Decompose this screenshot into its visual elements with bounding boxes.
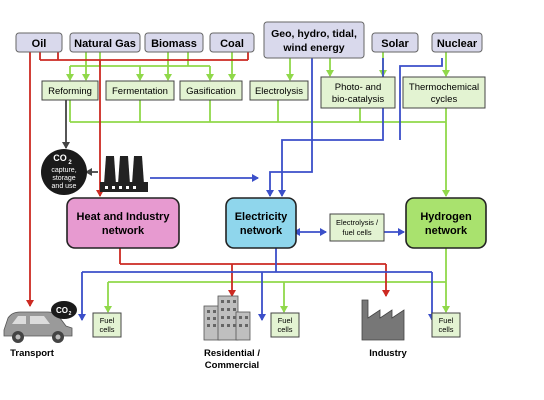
industry-fuel-cells: Fuel cells — [431, 312, 461, 338]
residential-fuel-cells-label-2: cells — [277, 325, 292, 334]
heat-industry-network: Heat and Industry network — [66, 197, 180, 249]
source-natural-gas-label: Natural Gas — [74, 38, 136, 50]
source-solar-label: Solar — [381, 38, 409, 50]
co2-title-subscript: 2 — [68, 160, 72, 166]
process-reforming: Reforming — [41, 80, 99, 101]
source-nuclear: Nuclear — [431, 32, 483, 53]
process-photo-label-1: Photo- and — [335, 82, 381, 93]
co2-line-1: capture, — [51, 167, 76, 174]
process-electrolysis-label: Electrolysis — [255, 86, 303, 97]
residential-label-1: Residential / — [204, 348, 260, 359]
co2-capture-storage-node: CO 2 capture, storage and use — [41, 149, 87, 195]
link-label-1: Electrolysis / — [336, 218, 379, 227]
residential-fuel-cells: Fuel cells — [270, 312, 300, 338]
green-source-lines — [66, 52, 450, 313]
industry-fuel-cells-label-2: cells — [438, 325, 453, 334]
source-renewables-label-1: Geo, hydro, tidal, — [271, 28, 357, 40]
networks: Heat and Industry network Electricity ne… — [66, 197, 487, 249]
power-plant-icon — [100, 156, 148, 192]
transport-fuel-cells-label-2: cells — [99, 325, 114, 334]
process-thermochemical: Thermochemical cycles — [402, 76, 486, 109]
process-fermentation-label: Fermentation — [112, 86, 168, 97]
co2-line-2: storage — [52, 175, 75, 182]
process-reforming-label: Reforming — [48, 86, 92, 97]
car-co2-bubble: CO 2 — [51, 301, 77, 319]
industry-fuel-cells-label-1: Fuel — [439, 316, 454, 325]
end-uses: CO 2 Fuel cells Transport — [3, 295, 461, 371]
electrolysis-fuel-cells-link: Electrolysis / fuel cells — [329, 213, 385, 242]
car-icon — [3, 311, 73, 343]
process-photo-label-2: bio-catalysis — [332, 94, 385, 105]
source-natural-gas: Natural Gas — [69, 32, 141, 53]
source-biomass: Biomass — [144, 32, 204, 53]
hydrogen-network-label-2: network — [425, 225, 468, 237]
car-co2-subscript: 2 — [69, 311, 72, 317]
source-biomass-label: Biomass — [151, 38, 197, 50]
residential-fuel-cells-label-1: Fuel — [278, 316, 293, 325]
transport-fuel-cells: Fuel cells — [92, 312, 122, 338]
process-gasification-label: Gasification — [186, 86, 236, 97]
electricity-network: Electricity network — [225, 197, 297, 249]
hydrogen-network-label-1: Hydrogen — [420, 211, 472, 223]
heat-network-label-2: network — [102, 225, 145, 237]
residential-label-2: Commercial — [205, 360, 259, 371]
co2-title: CO — [53, 153, 67, 163]
electricity-network-label-1: Electricity — [235, 211, 288, 223]
process-thermo-label-1: Thermochemical — [409, 82, 479, 93]
source-renewables-label-2: wind energy — [282, 42, 344, 54]
red-fossil-lines — [26, 52, 390, 307]
source-coal-label: Coal — [220, 38, 244, 50]
process-electrolysis: Electrolysis — [249, 80, 309, 101]
source-oil: Oil — [15, 32, 63, 53]
factory-icon — [361, 299, 405, 341]
co2-line-3: and use — [52, 183, 77, 190]
process-thermo-label-2: cycles — [431, 94, 458, 105]
connectors — [26, 52, 450, 321]
source-coal: Coal — [209, 32, 255, 53]
process-photo-biocatalysis: Photo- and bio-catalysis — [320, 76, 396, 109]
source-renewables: Geo, hydro, tidal, wind energy — [263, 21, 365, 59]
industry-label: Industry — [369, 348, 407, 359]
process-fermentation: Fermentation — [105, 80, 175, 101]
co2-capture-lines — [62, 100, 98, 176]
transport-label: Transport — [10, 348, 55, 359]
process-gasification: Gasification — [179, 80, 243, 101]
source-solar: Solar — [371, 32, 419, 53]
source-nuclear-label: Nuclear — [437, 38, 478, 50]
car-co2-label: CO — [56, 306, 68, 315]
hydrogen-network: Hydrogen network — [405, 197, 487, 249]
electricity-network-label-2: network — [240, 225, 283, 237]
transport-fuel-cells-label-1: Fuel — [100, 316, 115, 325]
source-oil-label: Oil — [32, 38, 47, 50]
buildings-icon — [203, 295, 251, 341]
energy-sources: Oil Natural Gas Biomass Coal Geo, hydro,… — [15, 21, 483, 59]
link-label-2: fuel cells — [342, 228, 371, 237]
conversion-processes: Reforming Fermentation Gasification Elec… — [41, 76, 486, 109]
heat-network-label-1: Heat and Industry — [77, 211, 171, 223]
